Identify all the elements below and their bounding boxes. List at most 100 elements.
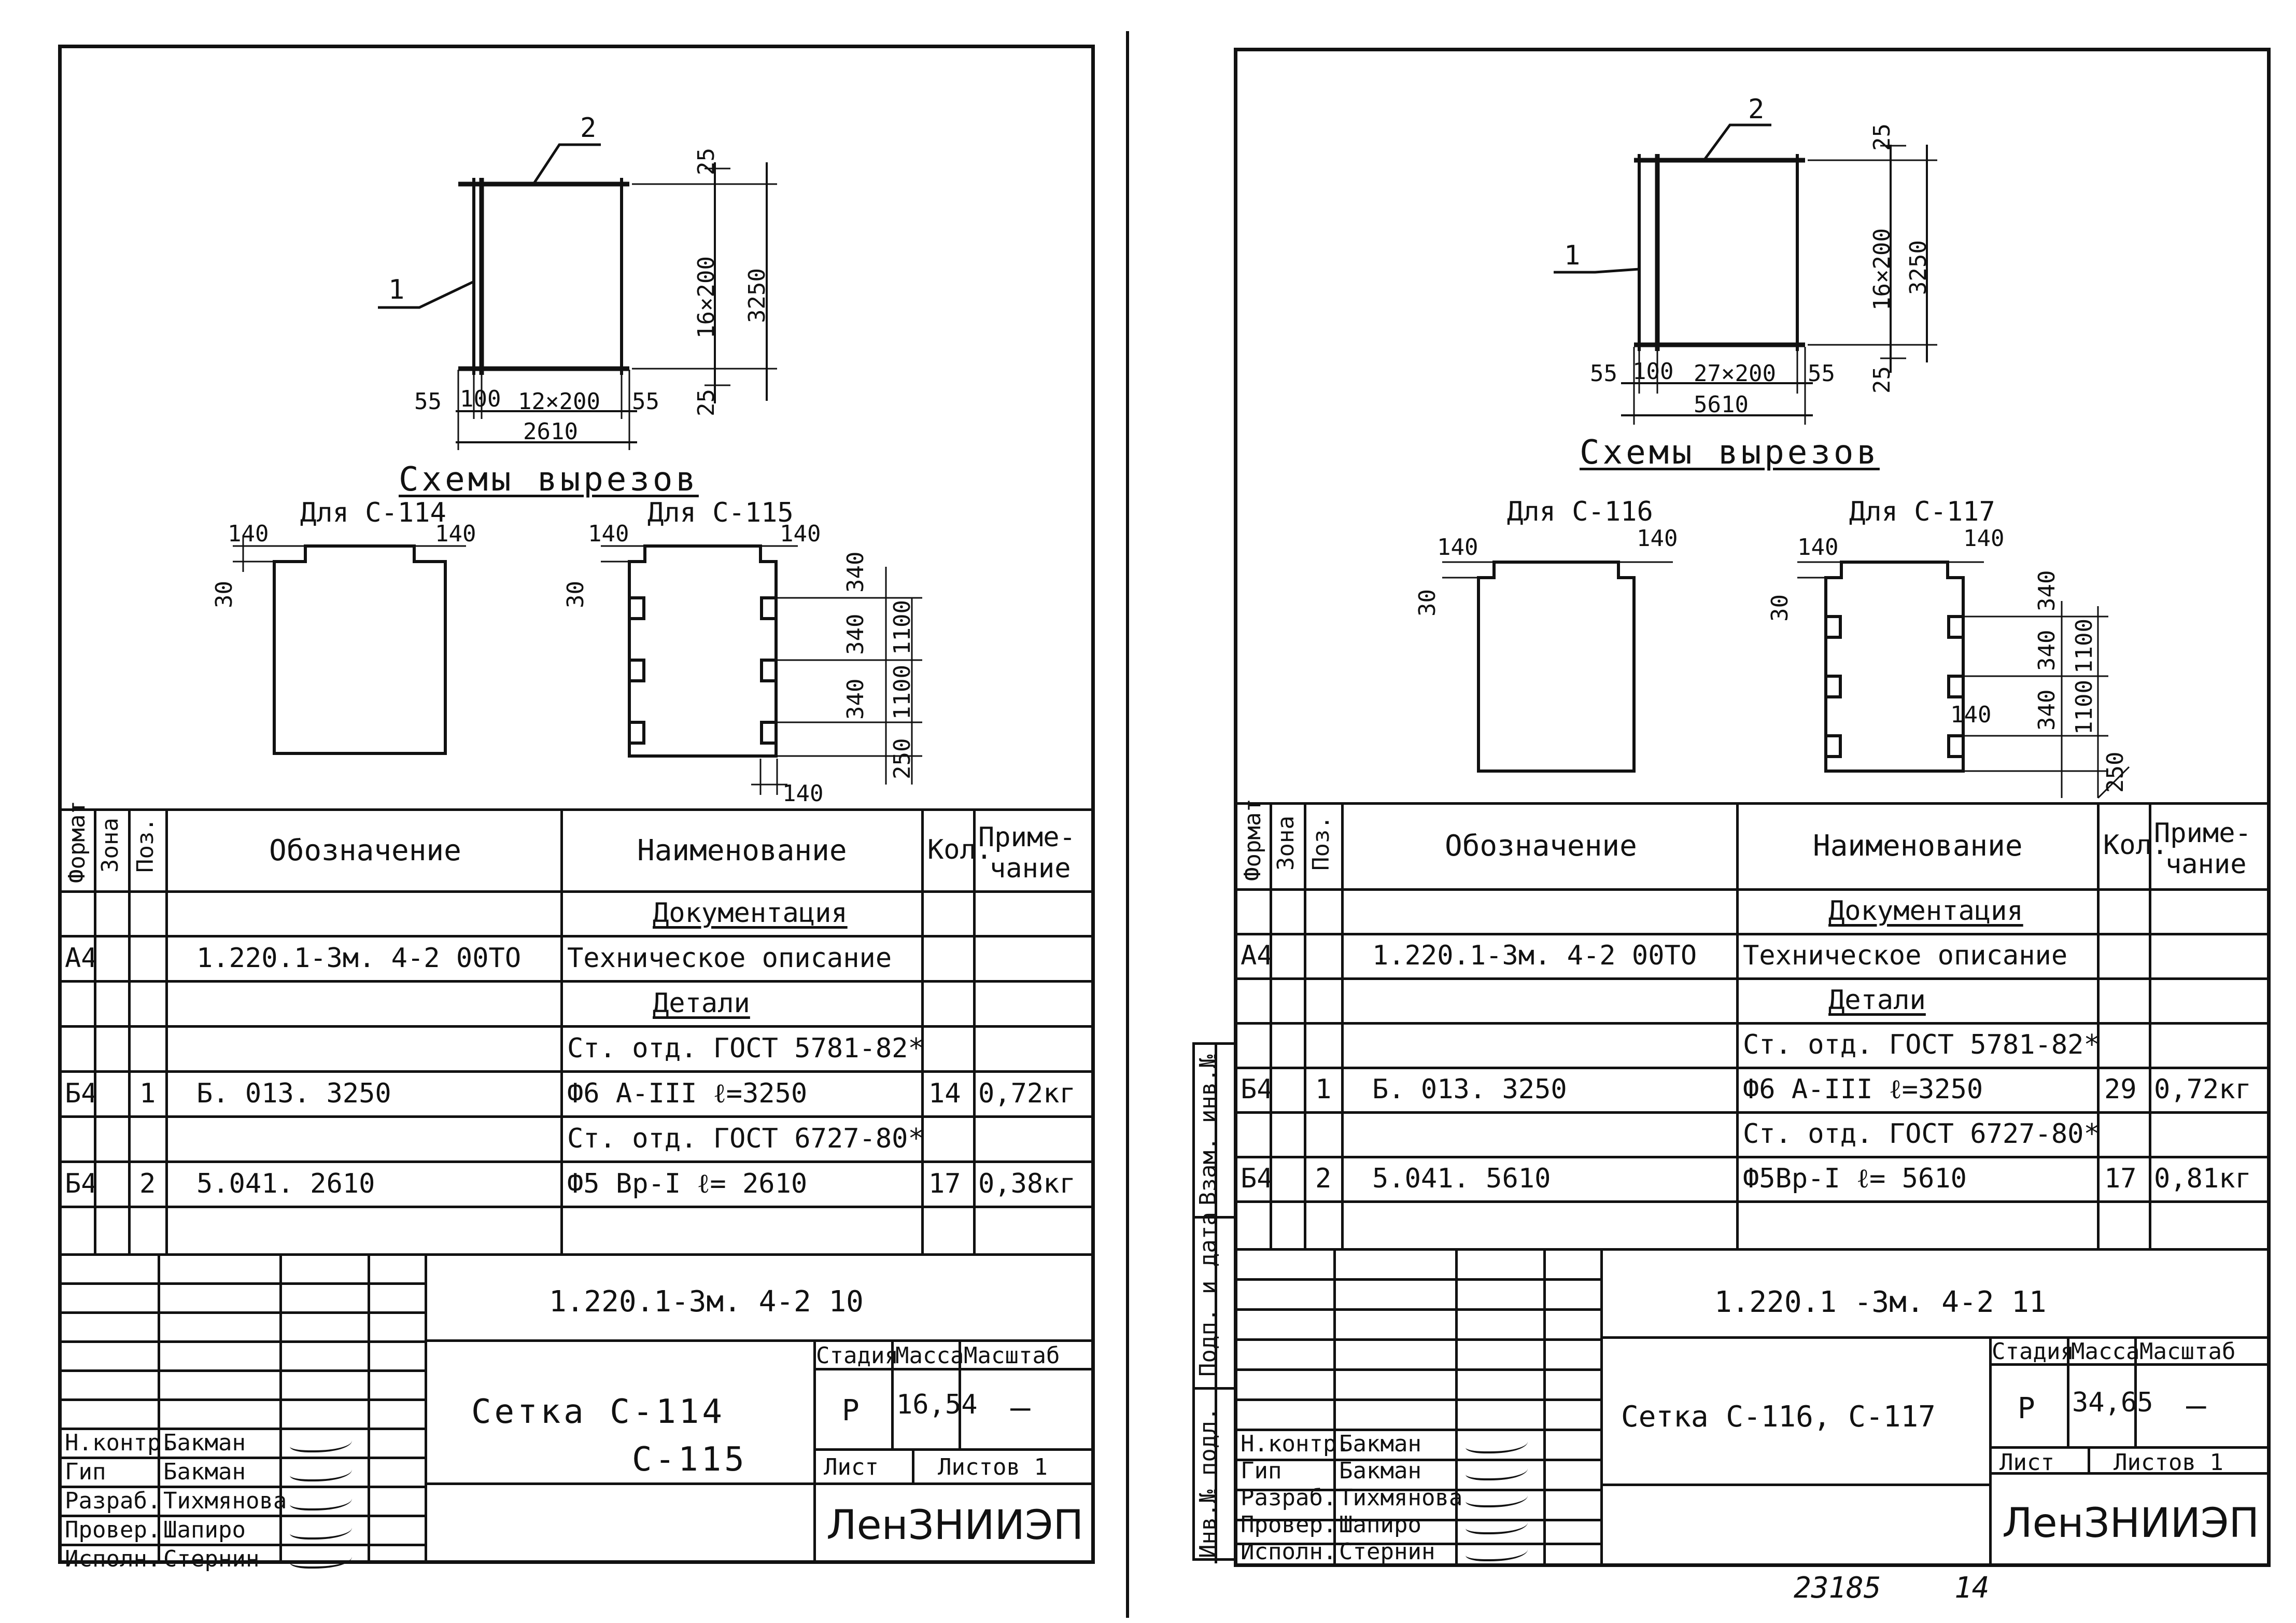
signatory-name: Бакман — [1339, 1458, 1421, 1484]
cell-pos: 2 — [139, 1168, 156, 1199]
cut-b-dim-140-middle: 140 — [1950, 702, 1992, 728]
cut-a-dim-30: 30 — [211, 581, 237, 608]
stamp-stage-label: Стадия — [1992, 1338, 2074, 1365]
header-zone: Зона — [1273, 816, 1299, 871]
stamp-scale-value: — — [2186, 1387, 2209, 1425]
cut-b-dim-140-left: 140 — [588, 521, 629, 547]
cut-title-c114: Для С-114 — [300, 497, 446, 528]
leader-mark-2: 2 — [1748, 94, 1765, 125]
signatory-role: Провер. — [1241, 1512, 1337, 1538]
signatory-name: Тихмянова — [1339, 1485, 1463, 1511]
cut-b-dim-250: 250 — [2102, 751, 2129, 793]
header-note-line1: Приме- — [978, 822, 1076, 853]
header-pos: Поз. — [132, 818, 159, 873]
scheme-title: Схемы вырезов — [1580, 433, 1880, 472]
handwritten-signature — [1466, 1461, 1528, 1480]
cell-qty: 17 — [928, 1168, 961, 1199]
signatory-name: Стернин — [163, 1546, 260, 1572]
cell-format: Б4 — [1241, 1074, 1273, 1105]
binding-strip: Инв.№ подл. Подп. и дата Взам. инв.№ — [1192, 1042, 1236, 1563]
stamp-stage-value: Р — [842, 1394, 860, 1428]
cut-b-dim-340-b: 340 — [2034, 629, 2060, 671]
cell-pos: 1 — [1315, 1074, 1332, 1105]
dim-horizontal-total: 2610 — [523, 418, 578, 445]
cut-a-dim-140-right: 140 — [435, 521, 476, 547]
stamp-organization: ЛенЗНИИЭП — [826, 1502, 1084, 1549]
stamp-stage-label: Стадия — [816, 1342, 898, 1369]
dim-55-right: 55 — [632, 388, 659, 415]
cut-b-dim-1100-a: 1100 — [889, 600, 915, 655]
cell-format: Б4 — [65, 1078, 97, 1109]
cell-designation: 1.220.1-3м. 4-2 00ТО — [1372, 940, 1697, 971]
header-note-line2: чание — [2165, 849, 2247, 880]
cell-qty: 17 — [2104, 1163, 2137, 1194]
stamp-scale-value: — — [1010, 1389, 1034, 1427]
cell-name: Ст. отд. ГОСТ 6727-80* — [567, 1123, 924, 1154]
cell-format: Б4 — [1241, 1163, 1273, 1194]
cell-designation: 5.041. 5610 — [1372, 1163, 1551, 1194]
stamp-organization: ЛенЗНИИЭП — [2002, 1500, 2260, 1547]
header-note-line2: чание — [990, 853, 1071, 884]
strip-signature-date: Подп. и дата — [1195, 1212, 1221, 1377]
signatory-name: Бакман — [163, 1430, 246, 1456]
cut-b-dim-1100-b: 1100 — [889, 665, 915, 720]
cell-name: Ф5 Вр-I ℓ= 2610 — [567, 1168, 808, 1199]
signatory-role: Н.контр. — [1241, 1431, 1350, 1457]
dim-vertical-spacing: 16×200 — [693, 256, 720, 339]
cut-b-dim-1100-b: 1100 — [2071, 680, 2097, 735]
header-pos: Поз. — [1308, 816, 1334, 871]
cut-b-dim-140-bottom: 140 — [782, 780, 824, 807]
header-designation: Обозначение — [1445, 829, 1637, 863]
stamp-document-code: 1.220.1 -3м. 4-2 11 — [1714, 1285, 2047, 1319]
cut-a-dim-140-right: 140 — [1637, 525, 1678, 552]
cut-a-dim-140-left: 140 — [228, 521, 269, 547]
cell-note: 0,72кг — [2154, 1074, 2251, 1105]
cell-designation: Б. 013. 3250 — [1372, 1074, 1567, 1105]
header-name: Наименование — [637, 834, 847, 868]
cut-b-dim-140-left: 140 — [1797, 534, 1839, 561]
leader-mark-1: 1 — [1564, 240, 1581, 271]
handwritten-signature — [290, 1549, 352, 1569]
cut-b-dim-30: 30 — [562, 581, 589, 608]
signatory-name: Шапиро — [163, 1517, 246, 1543]
stamp-sheets-label: Листов 1 — [938, 1454, 1048, 1480]
signatory-name: Тихмянова — [163, 1488, 287, 1514]
cell-name: Ст. отд. ГОСТ 6727-80* — [1743, 1118, 2100, 1150]
cut-b-dim-1100-a: 1100 — [2071, 619, 2097, 674]
leader-mark-2: 2 — [580, 113, 597, 144]
cut-b-dim-140-right: 140 — [780, 521, 821, 547]
handwritten-signature — [1466, 1515, 1528, 1534]
cell-name: Ф5Вр-I ℓ= 5610 — [1743, 1163, 1967, 1194]
stamp-title-line1: Сетка С-114 — [471, 1393, 725, 1431]
cut-b-dim-340-a: 340 — [842, 551, 869, 593]
signatory-role: Исполн. — [65, 1546, 161, 1572]
cut-b-dim-340-a: 340 — [2034, 570, 2060, 611]
header-zone: Зона — [97, 818, 123, 873]
signatory-name: Бакман — [163, 1459, 246, 1485]
header-format: Формат — [64, 801, 90, 883]
cell-designation: 1.220.1-3м. 4-2 00ТО — [196, 943, 522, 974]
handwritten-signature — [290, 1491, 352, 1510]
stamp-sheet-label: Лист — [824, 1454, 879, 1480]
page-number: 14 — [1954, 1571, 1990, 1605]
leader-mark-1: 1 — [388, 274, 405, 305]
cut-title-c116: Для С-116 — [1507, 496, 1653, 527]
scheme-title: Схемы вырезов — [399, 460, 699, 499]
signatory-role: Разраб. — [65, 1488, 161, 1514]
signatory-role: Исполн. — [1241, 1538, 1337, 1565]
cell-note: 0,72кг — [978, 1078, 1076, 1109]
cell-format: Б4 — [65, 1168, 97, 1199]
stamp-sheets-label: Листов 1 — [2114, 1449, 2223, 1476]
signatory-role: Провер. — [65, 1517, 161, 1543]
dim-horizontal-total: 5610 — [1694, 391, 1749, 418]
cell-format: А4 — [1241, 940, 1273, 971]
header-name: Наименование — [1813, 829, 2023, 863]
stamp-mass-label: Масса — [895, 1342, 964, 1369]
cell-format: А4 — [65, 943, 97, 974]
cell-pos: 2 — [1315, 1163, 1332, 1194]
cut-b-dim-250: 250 — [889, 738, 915, 779]
signatory-role: Н.контр. — [65, 1430, 175, 1456]
handwritten-signature — [290, 1433, 352, 1452]
stamp-document-code: 1.220.1-3м. 4-2 10 — [549, 1285, 864, 1319]
cell-name: Документация — [653, 898, 848, 929]
